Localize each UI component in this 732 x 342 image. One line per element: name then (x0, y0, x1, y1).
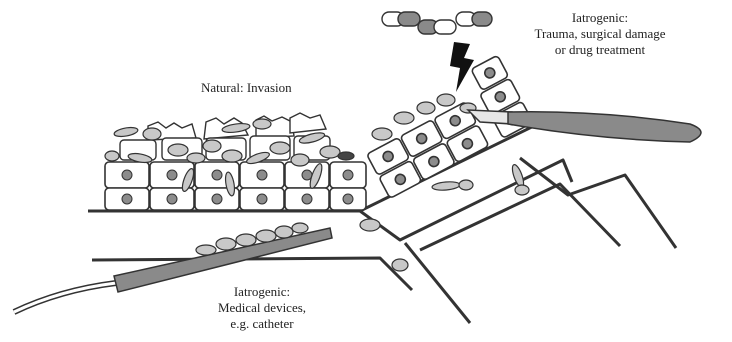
bacterium (253, 119, 271, 129)
label-iatrogenic-devices-line2: Medical devices, (218, 300, 306, 315)
nucleus (212, 170, 222, 180)
nucleus (122, 170, 132, 180)
bacterium (143, 128, 161, 140)
scalpel-handle (508, 112, 701, 142)
bacterium (196, 245, 216, 255)
bacterium (360, 219, 380, 231)
bacterium (168, 144, 188, 156)
bacterium (105, 151, 119, 161)
bacterium (372, 128, 392, 140)
epithelial-cells-angled (354, 55, 533, 198)
nucleus (167, 170, 177, 180)
bacterium (459, 180, 473, 190)
bacterium (515, 185, 529, 195)
bacterium (291, 154, 309, 166)
capsule-pill-icon (382, 12, 492, 34)
nucleus (257, 194, 267, 204)
bacterium (270, 142, 290, 154)
damaged-cell (290, 113, 326, 133)
bacterium (256, 230, 276, 242)
capsule-mid-white (434, 20, 456, 34)
bacterium (222, 150, 242, 162)
vessel-branch-right (520, 158, 676, 248)
label-iatrogenic-devices: Iatrogenic: Medical devices, e.g. cathet… (218, 284, 306, 331)
bacterium (392, 259, 408, 271)
nucleus (167, 194, 177, 204)
label-iatrogenic-devices-line1: Iatrogenic: (234, 284, 290, 299)
bacterium (203, 140, 221, 152)
capsule-left-grey (398, 12, 420, 26)
bacterium (394, 112, 414, 124)
bacterium (432, 181, 461, 191)
label-natural-invasion: Natural: Invasion (201, 80, 292, 95)
label-iatrogenic-devices-line3: e.g. catheter (230, 316, 294, 331)
bacterium (292, 223, 308, 233)
nucleus (257, 170, 267, 180)
nucleus (302, 194, 312, 204)
label-iatrogenic-trauma: Iatrogenic: Trauma, surgical damage or d… (534, 10, 665, 57)
bacterium (236, 234, 256, 246)
bacterium (275, 226, 293, 238)
bacterium (417, 102, 435, 114)
bacterium (216, 238, 236, 250)
label-iatrogenic-trauma-line2: Trauma, surgical damage (534, 26, 665, 41)
bacterium (320, 146, 340, 158)
bacterium (187, 153, 205, 163)
capsule-right-grey (472, 12, 492, 26)
nucleus (343, 170, 353, 180)
nucleus (122, 194, 132, 204)
nucleus (343, 194, 353, 204)
epithelial-cells-flat (105, 162, 366, 210)
catheter-tube (14, 283, 116, 312)
vessel-branch-middle (405, 243, 470, 323)
bacterium (113, 126, 138, 138)
label-iatrogenic-trauma-line3: or drug treatment (555, 42, 646, 57)
bacterium (338, 152, 354, 160)
bacterium (437, 94, 455, 106)
lightning-bolt-icon (450, 42, 474, 92)
label-iatrogenic-trauma-line1: Iatrogenic: (572, 10, 628, 25)
nucleus (212, 194, 222, 204)
